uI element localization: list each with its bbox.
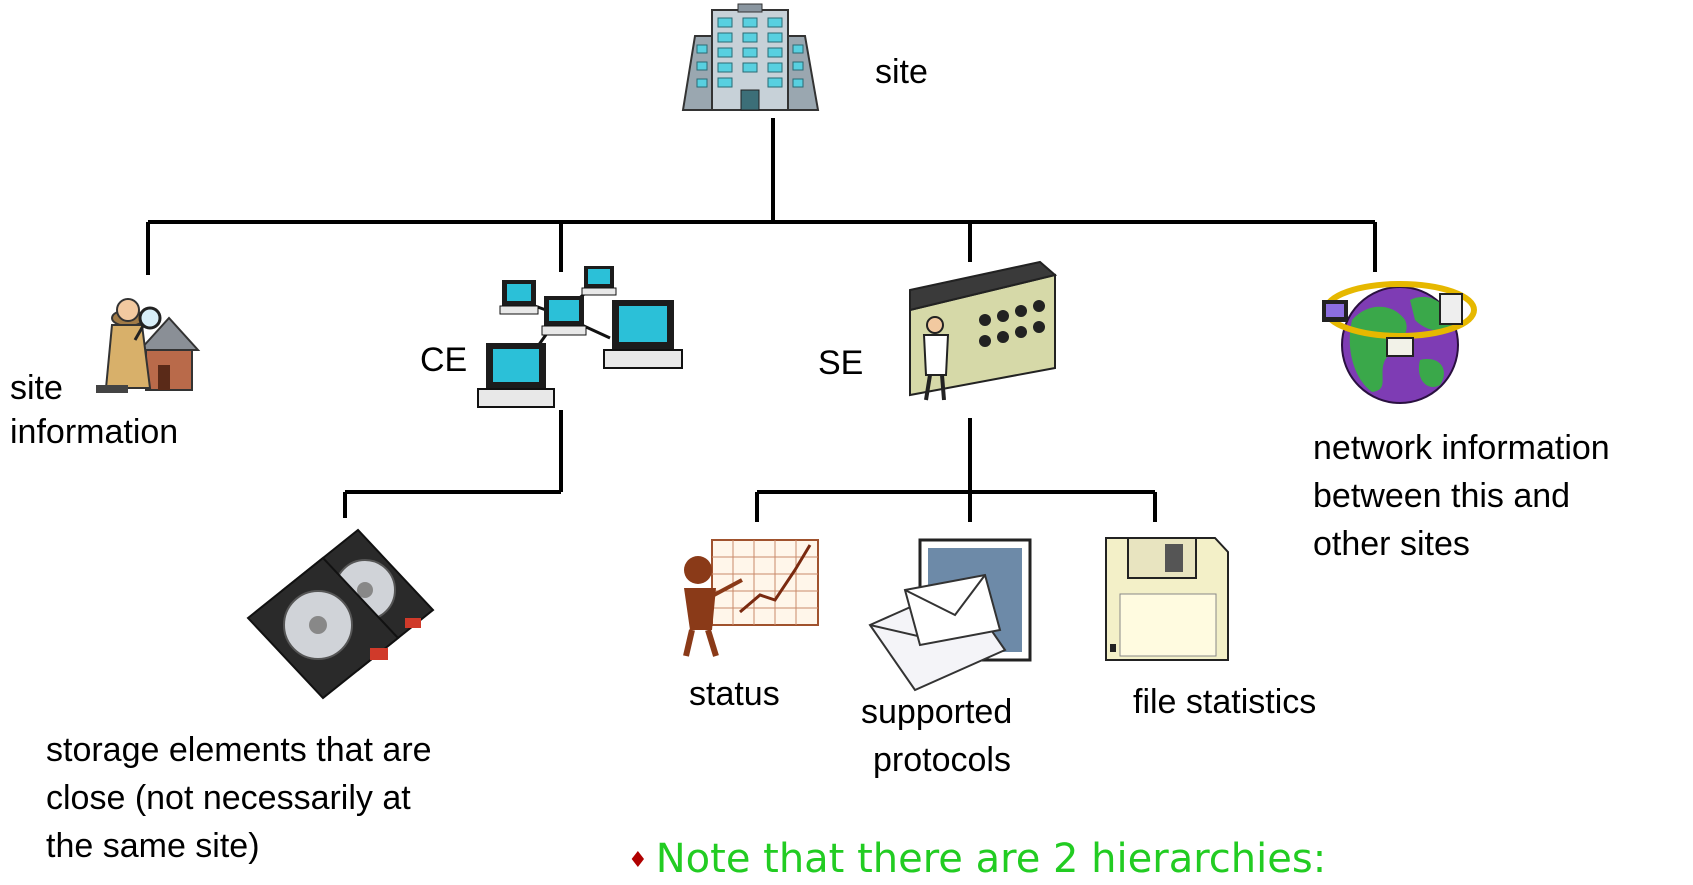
supported-protocols-label-line1: supported xyxy=(861,693,1013,731)
presenter-chart-icon xyxy=(683,539,819,657)
site-label: site xyxy=(875,53,928,91)
storage-elements-label-line1: storage elements that are xyxy=(46,731,432,769)
network-information-label-line2: between this and xyxy=(1313,477,1571,515)
tree-connectors xyxy=(146,118,1377,522)
file-statistics-label: file statistics xyxy=(1133,683,1317,721)
supported-protocols-label-line2: protocols xyxy=(873,741,1011,779)
floppy-disk-icon xyxy=(1105,537,1229,661)
hierarchies-note: ♦ Note that there are 2 hierarchies: xyxy=(628,835,1326,885)
se-label: SE xyxy=(818,344,864,382)
site-information-label-line1: site xyxy=(10,369,63,407)
storage-elements-label-line3: the same site) xyxy=(46,827,260,865)
note-bullet-icon: ♦ xyxy=(628,848,648,873)
data-center-technician-icon xyxy=(909,260,1058,401)
storage-elements-label-line2: close (not necessarily at xyxy=(46,779,411,817)
detective-house-icon xyxy=(96,298,201,393)
site-information-label-line2: information xyxy=(10,413,179,451)
status-label: status xyxy=(689,675,780,713)
networked-computers-icon xyxy=(477,266,683,408)
note-text: Note that there are 2 hierarchies: xyxy=(655,836,1327,882)
hard-disk-drives-icon xyxy=(246,528,435,700)
mail-envelopes-icon xyxy=(868,538,1032,692)
ce-label: CE xyxy=(420,341,468,379)
office-building-icon xyxy=(681,3,820,111)
network-information-label-line1: network information xyxy=(1313,429,1610,467)
globe-network-icon xyxy=(1322,281,1477,404)
network-information-label-line3: other sites xyxy=(1313,525,1470,563)
